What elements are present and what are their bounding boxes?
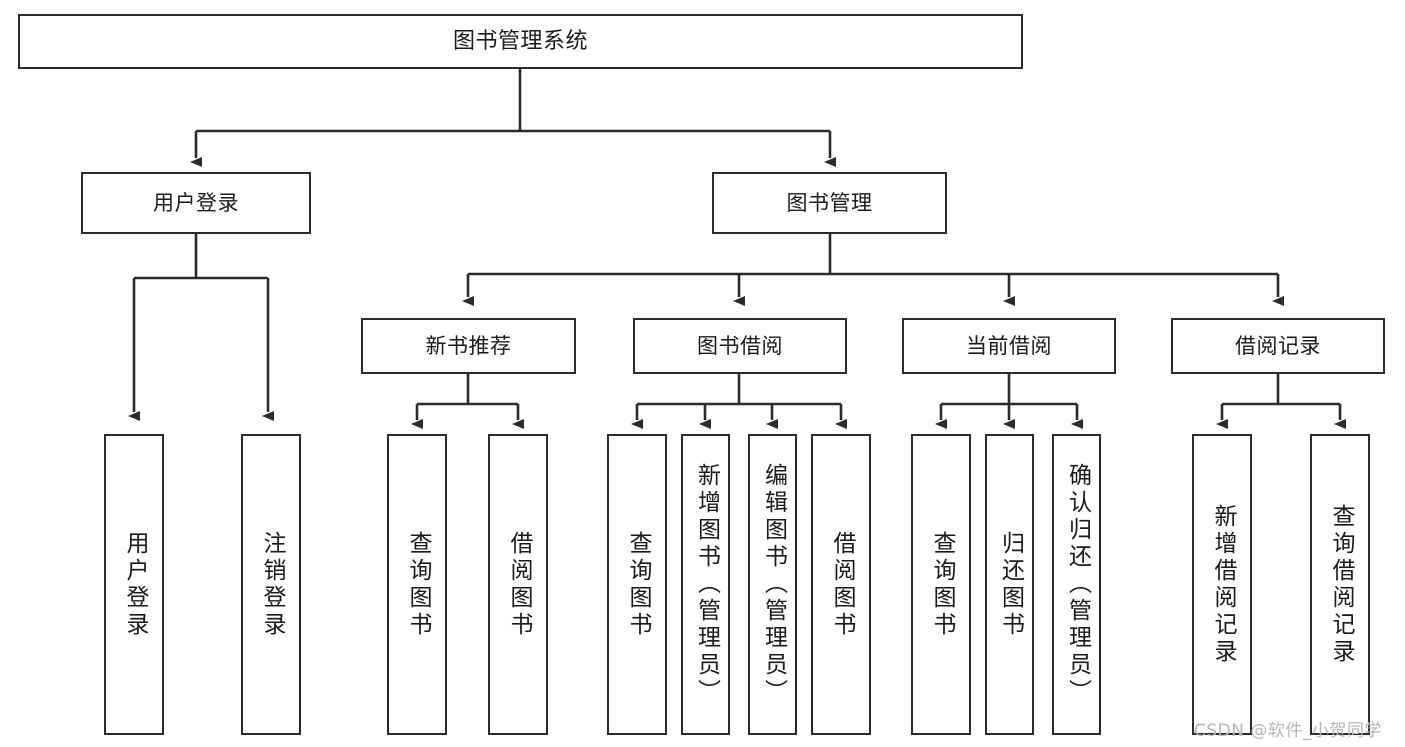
leaf-add-book-admin-label: 新增图书（管理员） xyxy=(693,463,720,706)
node-root[interactable]: 图书管理系统 xyxy=(18,14,1023,69)
leaf-borrow-book-recommend-label: 借阅图书 xyxy=(505,530,532,639)
leaf-add-borrow-record[interactable]: 新增借阅记录 xyxy=(1192,434,1252,735)
node-root-label: 图书管理系统 xyxy=(452,28,588,54)
node-new-book-recommend-label: 新书推荐 xyxy=(425,333,512,358)
node-user-login[interactable]: 用户登录 xyxy=(81,172,311,234)
node-book-borrow-label: 图书借阅 xyxy=(697,333,783,358)
csdn-watermark: CSDN @软件_小贺同学 xyxy=(1194,721,1382,741)
leaf-logout[interactable]: 注销登录 xyxy=(241,434,301,735)
leaf-query-borrow-record[interactable]: 查询借阅记录 xyxy=(1310,434,1370,735)
leaf-query-book-current[interactable]: 查询图书 xyxy=(911,434,971,735)
node-user-login-label: 用户登录 xyxy=(153,190,239,215)
leaf-query-book-recommend[interactable]: 查询图书 xyxy=(387,434,447,735)
leaf-borrow-book-recommend[interactable]: 借阅图书 xyxy=(488,434,548,735)
leaf-logout-label: 注销登录 xyxy=(258,530,285,639)
leaf-add-borrow-record-label: 新增借阅记录 xyxy=(1209,503,1236,666)
leaf-query-book-borrow[interactable]: 查询图书 xyxy=(607,434,667,735)
leaf-user-login[interactable]: 用户登录 xyxy=(104,434,164,735)
leaf-query-book-borrow-label: 查询图书 xyxy=(624,530,651,639)
node-borrow-record-label: 借阅记录 xyxy=(1235,333,1321,358)
leaf-user-login-label: 用户登录 xyxy=(121,530,148,639)
leaf-borrow-book-label: 借阅图书 xyxy=(828,530,855,639)
node-new-book-recommend[interactable]: 新书推荐 xyxy=(361,318,576,374)
leaf-confirm-return-admin[interactable]: 确认归还（管理员） xyxy=(1052,434,1101,735)
node-current-borrow-label: 当前借阅 xyxy=(966,333,1052,358)
node-current-borrow[interactable]: 当前借阅 xyxy=(902,318,1116,374)
leaf-query-borrow-record-label: 查询借阅记录 xyxy=(1327,503,1354,666)
node-book-management[interactable]: 图书管理 xyxy=(712,172,947,234)
leaf-query-book-current-label: 查询图书 xyxy=(928,530,955,639)
leaf-edit-book-admin-label: 编辑图书（管理员） xyxy=(760,463,787,706)
leaf-return-book[interactable]: 归还图书 xyxy=(985,434,1034,735)
node-book-borrow[interactable]: 图书借阅 xyxy=(633,318,847,374)
leaf-confirm-return-admin-label: 确认归还（管理员） xyxy=(1064,463,1091,706)
leaf-return-book-label: 归还图书 xyxy=(997,530,1024,639)
leaf-query-book-recommend-label: 查询图书 xyxy=(404,530,431,639)
node-book-management-label: 图书管理 xyxy=(786,190,873,215)
leaf-add-book-admin[interactable]: 新增图书（管理员） xyxy=(681,434,730,735)
node-borrow-record[interactable]: 借阅记录 xyxy=(1171,318,1385,374)
leaf-borrow-book[interactable]: 借阅图书 xyxy=(811,434,871,735)
leaf-edit-book-admin[interactable]: 编辑图书（管理员） xyxy=(748,434,797,735)
